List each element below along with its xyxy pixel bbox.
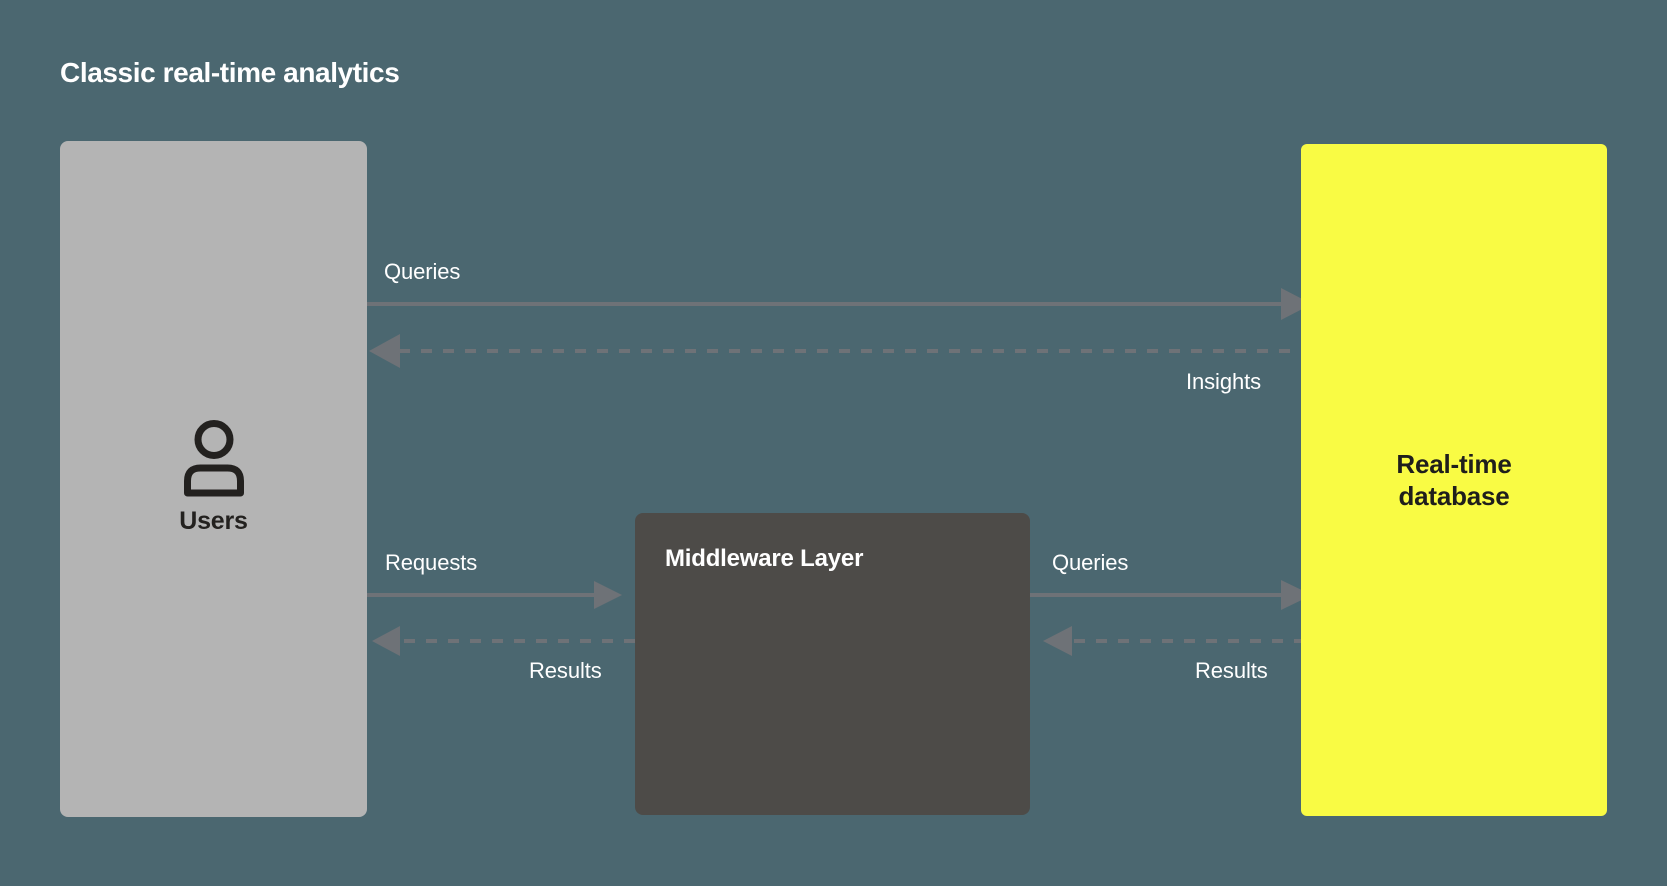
node-middleware[interactable]: Middleware Layer <box>635 513 1030 815</box>
edge-insights <box>369 334 1312 368</box>
database-label-line2: database <box>1398 480 1510 511</box>
edge-label-requests: Requests <box>385 550 478 575</box>
edge-queries-top <box>367 288 1312 320</box>
edge-label-queries-top: Queries <box>384 259 461 284</box>
edge-queries-bottom <box>1030 580 1312 610</box>
database-label: Real-time database <box>1301 449 1607 512</box>
edge-requests <box>367 581 622 609</box>
users-label: Users <box>179 507 248 535</box>
node-database[interactable]: Real-time database <box>1301 144 1607 816</box>
page-title: Classic real-time analytics <box>60 57 400 88</box>
edge-label-results-left: Results <box>529 658 602 683</box>
edge-results-left <box>372 626 635 656</box>
edge-label-queries-bottom: Queries <box>1052 550 1129 575</box>
edge-results-right <box>1043 626 1305 656</box>
users-node-content: Users <box>60 419 367 536</box>
node-users[interactable]: Users <box>60 141 367 817</box>
edge-label-results-right: Results <box>1195 658 1268 683</box>
edge-label-insights: Insights <box>1186 369 1262 394</box>
middleware-label: Middleware Layer <box>665 545 864 572</box>
user-icon <box>183 420 244 497</box>
database-label-line1: Real-time <box>1396 449 1512 479</box>
